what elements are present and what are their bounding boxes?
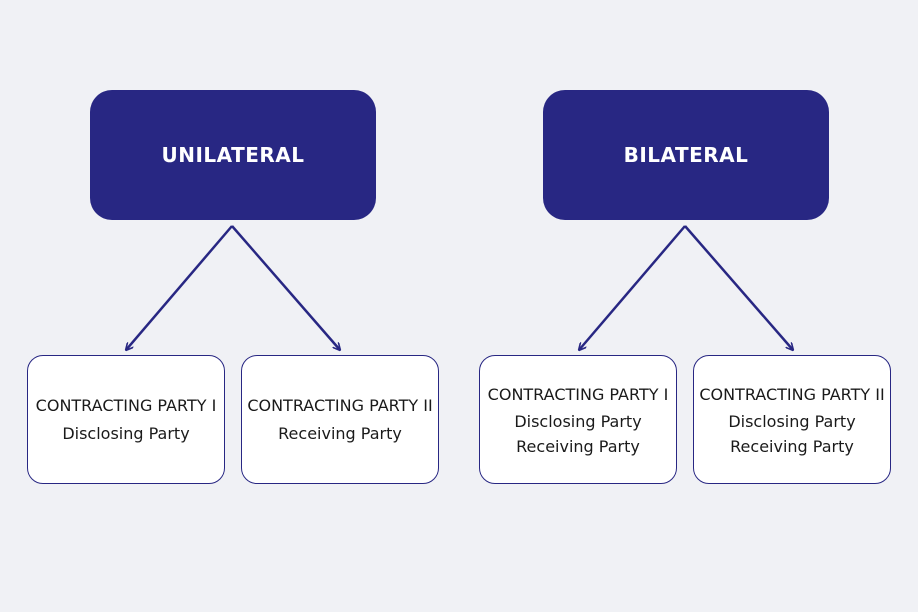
unilateral-party1-name: CONTRACTING PARTY I — [35, 395, 217, 415]
unilateral-box: UNILATERAL — [90, 90, 376, 220]
bilateral-title: BILATERAL — [623, 143, 749, 167]
arrow-bilateral-party2 — [684, 225, 793, 350]
unilateral-party2-name: CONTRACTING PARTY II — [247, 395, 433, 415]
bilateral-box: BILATERAL — [543, 90, 829, 220]
bilateral-party2-role-receiving: Receiving Party — [730, 436, 854, 456]
unilateral-party1-role: Disclosing Party — [62, 423, 190, 443]
bilateral-party1-role-disclosing: Disclosing Party — [514, 411, 642, 431]
bilateral-party2-name: CONTRACTING PARTY II — [699, 384, 885, 404]
unilateral-party1-box: CONTRACTING PARTY I Disclosing Party — [27, 355, 225, 484]
unilateral-title: UNILATERAL — [161, 143, 305, 167]
bilateral-party2-box: CONTRACTING PARTY II Disclosing Party Re… — [693, 355, 891, 484]
arrow-unilateral-party1 — [126, 225, 233, 350]
arrow-unilateral-party2 — [231, 225, 340, 350]
arrow-bilateral-party1 — [579, 225, 686, 350]
bilateral-party1-name: CONTRACTING PARTY I — [487, 384, 669, 404]
unilateral-party2-role: Receiving Party — [278, 423, 402, 443]
bilateral-party2-role-disclosing: Disclosing Party — [728, 411, 856, 431]
bilateral-party1-box: CONTRACTING PARTY I Disclosing Party Rec… — [479, 355, 677, 484]
unilateral-party2-box: CONTRACTING PARTY II Receiving Party — [241, 355, 439, 484]
bilateral-party1-role-receiving: Receiving Party — [516, 436, 640, 456]
